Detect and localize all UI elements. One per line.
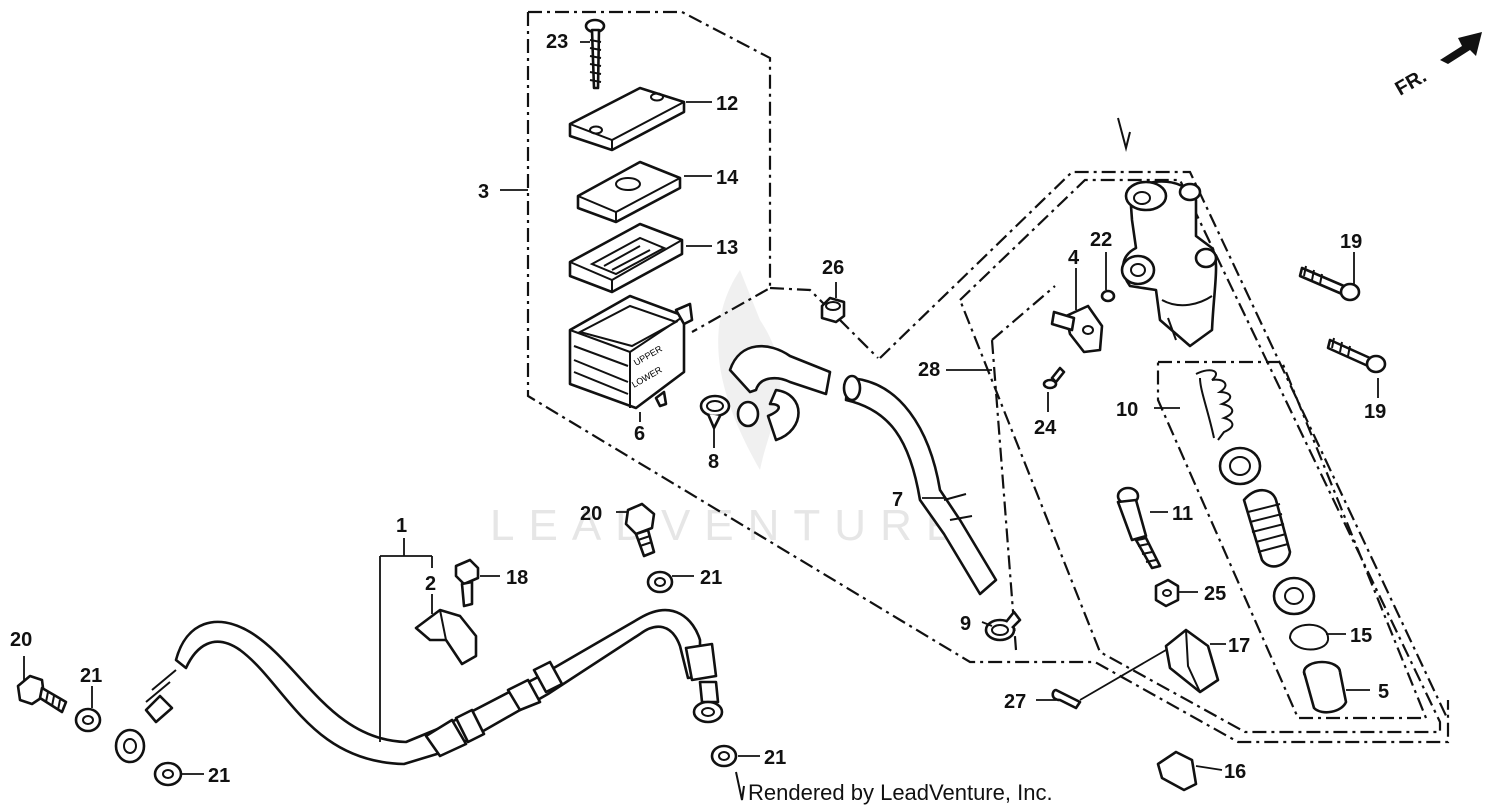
piston-kit-outline — [1156, 360, 1428, 720]
reservoir-cover-icon — [568, 86, 686, 152]
master-cylinder-body-icon — [1120, 180, 1218, 348]
leader-lines — [23, 41, 1379, 775]
callout-21-right: 21 — [764, 747, 786, 769]
callout-18: 18 — [506, 567, 528, 589]
callout-8: 8 — [708, 451, 719, 473]
banjo-bolt-icon — [624, 502, 656, 558]
callout-21-center: 21 — [700, 567, 722, 589]
callout-10: 10 — [1116, 399, 1138, 421]
callout-5: 5 — [1378, 681, 1389, 703]
credit-text: Rendered by LeadVenture, Inc. — [748, 780, 1053, 805]
grommet-icon — [820, 296, 846, 324]
callout-12: 12 — [716, 93, 738, 115]
callout-20-left: 20 — [10, 629, 32, 651]
callout-14: 14 — [716, 167, 739, 189]
front-direction-label: FR. — [1392, 65, 1431, 100]
callout-21-left: 21 — [80, 665, 102, 687]
callout-28: 28 — [918, 359, 940, 381]
diaphragm-plate-icon — [576, 160, 682, 224]
nut-icon — [1154, 578, 1180, 608]
callout-20-center: 20 — [580, 503, 602, 525]
reservoir-hose-icon — [842, 374, 998, 596]
callout-3: 3 — [478, 181, 489, 203]
spring-icon — [1195, 369, 1234, 441]
hose-clip-icon — [414, 608, 478, 666]
clip-icon — [984, 610, 1022, 642]
o-ring-icon — [1100, 289, 1116, 303]
diaphragm-icon — [568, 222, 684, 294]
flange-bolt-icon — [454, 558, 480, 608]
callout-1: 1 — [396, 515, 407, 537]
cotter-pin-icon — [1051, 688, 1082, 710]
callout-11: 11 — [1172, 503, 1193, 525]
front-direction-arrow-icon: FR. — [1392, 32, 1482, 100]
bolt-icon — [1326, 337, 1387, 374]
piston-seal-icon — [1272, 576, 1316, 616]
callout-21-bottom: 21 — [208, 765, 230, 787]
callout-15: 15 — [1350, 625, 1372, 647]
callout-2: 2 — [425, 573, 436, 595]
callout-9: 9 — [960, 613, 971, 635]
callout-17: 17 — [1228, 635, 1250, 657]
master-cylinder-outline — [958, 178, 1442, 734]
reservoir-assembly-outline — [526, 10, 1450, 744]
reservoir-icon: UPPER LOWER — [568, 294, 694, 410]
callout-26: 26 — [822, 257, 844, 279]
piston-cup-icon — [1218, 446, 1262, 486]
callout-4: 4 — [1068, 247, 1080, 269]
callout-16: 16 — [1224, 761, 1246, 783]
hose-clamp-icon — [699, 394, 731, 430]
callout-19-top: 19 — [1340, 231, 1362, 253]
screw-icon — [584, 18, 606, 90]
callout-6: 6 — [634, 423, 645, 445]
small-screw-icon — [1042, 366, 1066, 390]
callout-7: 7 — [892, 489, 903, 511]
reference-mark — [1117, 117, 1131, 152]
piston-icon — [1242, 488, 1292, 568]
banjo-bolt-icon — [16, 674, 68, 714]
brake-hose-icon — [114, 608, 724, 766]
callout-27: 27 — [1004, 691, 1026, 713]
hose-joint-icon — [1050, 304, 1104, 354]
joint-pin-icon — [1156, 750, 1198, 792]
rod-outline — [990, 285, 1056, 651]
callout-13: 13 — [716, 237, 738, 259]
clevis-icon — [1164, 628, 1220, 694]
snap-ring-icon — [1288, 623, 1330, 651]
short-hose-icon — [728, 344, 832, 442]
watermark: LEADVENTURE — [490, 501, 969, 550]
callout-24: 24 — [1034, 417, 1057, 439]
sealing-washer-icon — [153, 761, 183, 787]
hose-outline — [769, 286, 879, 359]
sealing-washer-icon — [74, 707, 102, 733]
sealing-washer-icon — [646, 570, 674, 594]
boot-icon — [1302, 660, 1348, 714]
callout-23: 23 — [546, 31, 568, 53]
reference-mark — [735, 771, 745, 801]
callout-19-bottom: 19 — [1364, 401, 1386, 423]
sealing-washer-icon — [710, 744, 738, 768]
callout-22: 22 — [1090, 229, 1112, 251]
bolt-icon — [1298, 265, 1361, 302]
push-rod-icon — [1116, 486, 1162, 570]
callout-25: 25 — [1204, 583, 1226, 605]
